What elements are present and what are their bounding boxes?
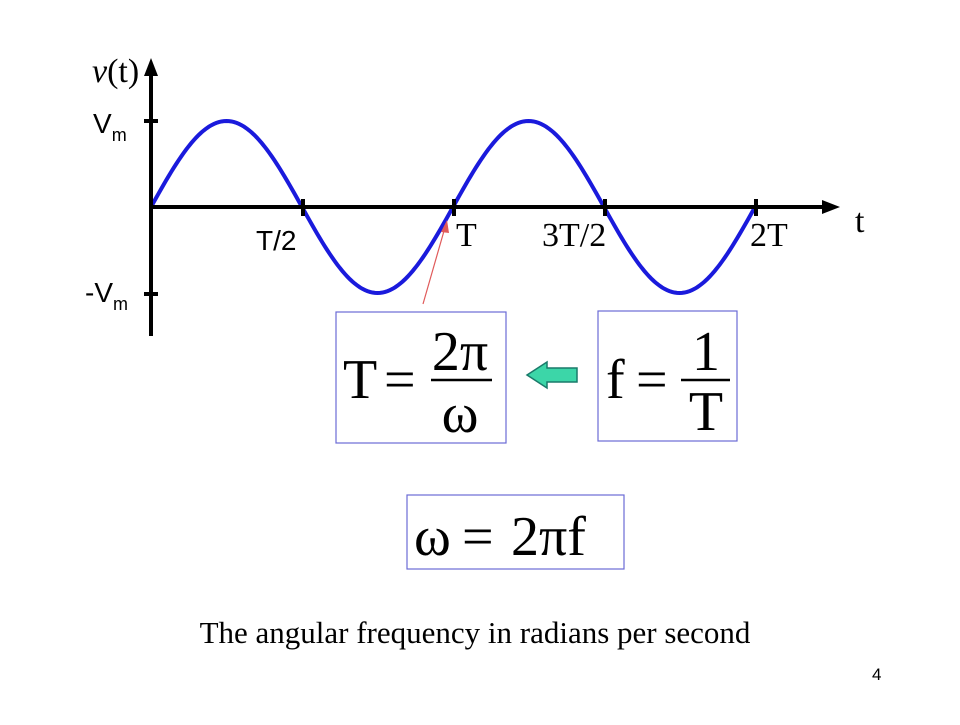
- period-formula-box: [335, 311, 507, 444]
- y-axis-label: v(t): [92, 53, 139, 90]
- angular-rhs: 2πf: [511, 506, 586, 568]
- x-axis-label: t: [855, 203, 865, 240]
- y-axis-arrowhead: [144, 58, 158, 76]
- vm-label: Vm: [93, 108, 127, 145]
- x-tick-label-2t: 2T: [750, 217, 788, 254]
- frequency-formula: f = 1 T: [606, 321, 730, 443]
- period-denominator: ω: [442, 383, 479, 445]
- neg-vm-label: -Vm: [85, 277, 128, 314]
- frequency-formula-box: [597, 310, 738, 442]
- frequency-denominator: T: [689, 381, 723, 443]
- period-formula: T = 2π ω: [343, 321, 492, 445]
- x-tick-label-3t-half: 3T/2: [542, 217, 606, 254]
- frequency-equals: =: [636, 349, 668, 411]
- x-axis-arrowhead: [822, 200, 840, 214]
- period-equals: =: [384, 349, 416, 411]
- left-arrow-icon: [525, 360, 578, 390]
- period-numerator: 2π: [432, 321, 488, 383]
- x-tick-label-t-half: T/2: [256, 225, 296, 256]
- x-tick-label-t: T: [456, 217, 477, 254]
- pointer-line: [422, 223, 447, 305]
- period-lhs: T: [343, 349, 377, 411]
- angular-lhs: ω: [414, 506, 451, 568]
- angular-equals: =: [462, 506, 494, 568]
- slide-caption: The angular frequency in radians per sec…: [200, 615, 751, 650]
- angular-formula: ω = 2πf: [414, 506, 586, 568]
- pointer-arrowhead: [441, 220, 449, 233]
- frequency-lhs: f: [606, 349, 625, 411]
- page-number: 4: [872, 665, 881, 684]
- angular-formula-box: [406, 494, 625, 570]
- frequency-numerator: 1: [692, 321, 720, 383]
